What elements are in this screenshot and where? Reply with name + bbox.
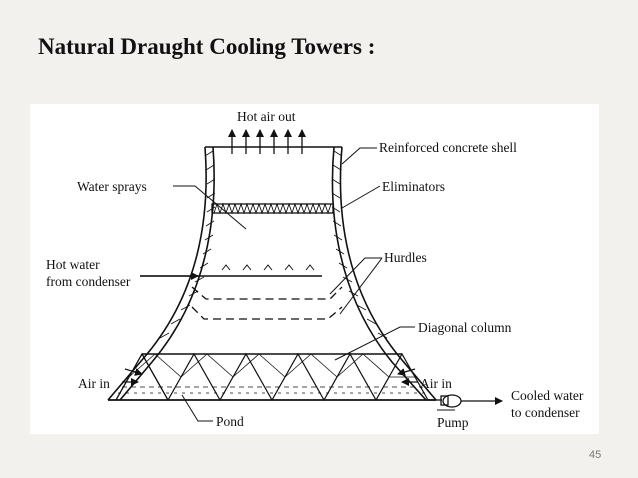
label-to-condenser: to condenser	[511, 405, 580, 420]
label-reinforced-concrete-shell: Reinforced concrete shell	[379, 140, 517, 155]
pump	[428, 394, 503, 408]
eliminators	[211, 202, 334, 215]
label-water-sprays: Water sprays	[77, 179, 147, 194]
label-hot-air-out: Hot air out	[237, 109, 296, 124]
label-eliminators: Eliminators	[382, 179, 445, 194]
label-hot-water: Hot water	[46, 257, 100, 272]
label-from-condenser: from condenser	[46, 274, 131, 289]
label-cooled-water: Cooled water	[511, 388, 584, 403]
shell-hatching	[159, 150, 388, 339]
cooling-tower-diagram: Hot air out Reinforced concrete shell Wa…	[46, 109, 584, 430]
cooling-tower-figure: Hot air out Reinforced concrete shell Wa…	[30, 104, 599, 434]
hot-water-pipe	[140, 264, 322, 280]
pond	[108, 386, 436, 401]
label-air-in-right: Air in	[420, 376, 452, 391]
label-hurdles: Hurdles	[384, 250, 427, 265]
page-number: 45	[589, 449, 602, 461]
label-pump: Pump	[437, 415, 469, 430]
leader-lines	[173, 147, 455, 422]
label-diagonal-column: Diagonal column	[418, 320, 512, 335]
air-in-arrows	[122, 368, 418, 386]
slide-title: Natural Draught Cooling Towers :	[38, 34, 376, 59]
label-pond: Pond	[216, 414, 244, 429]
label-air-in-left: Air in	[78, 376, 110, 391]
hurdles	[191, 286, 343, 320]
hot-air-arrows	[228, 129, 306, 154]
